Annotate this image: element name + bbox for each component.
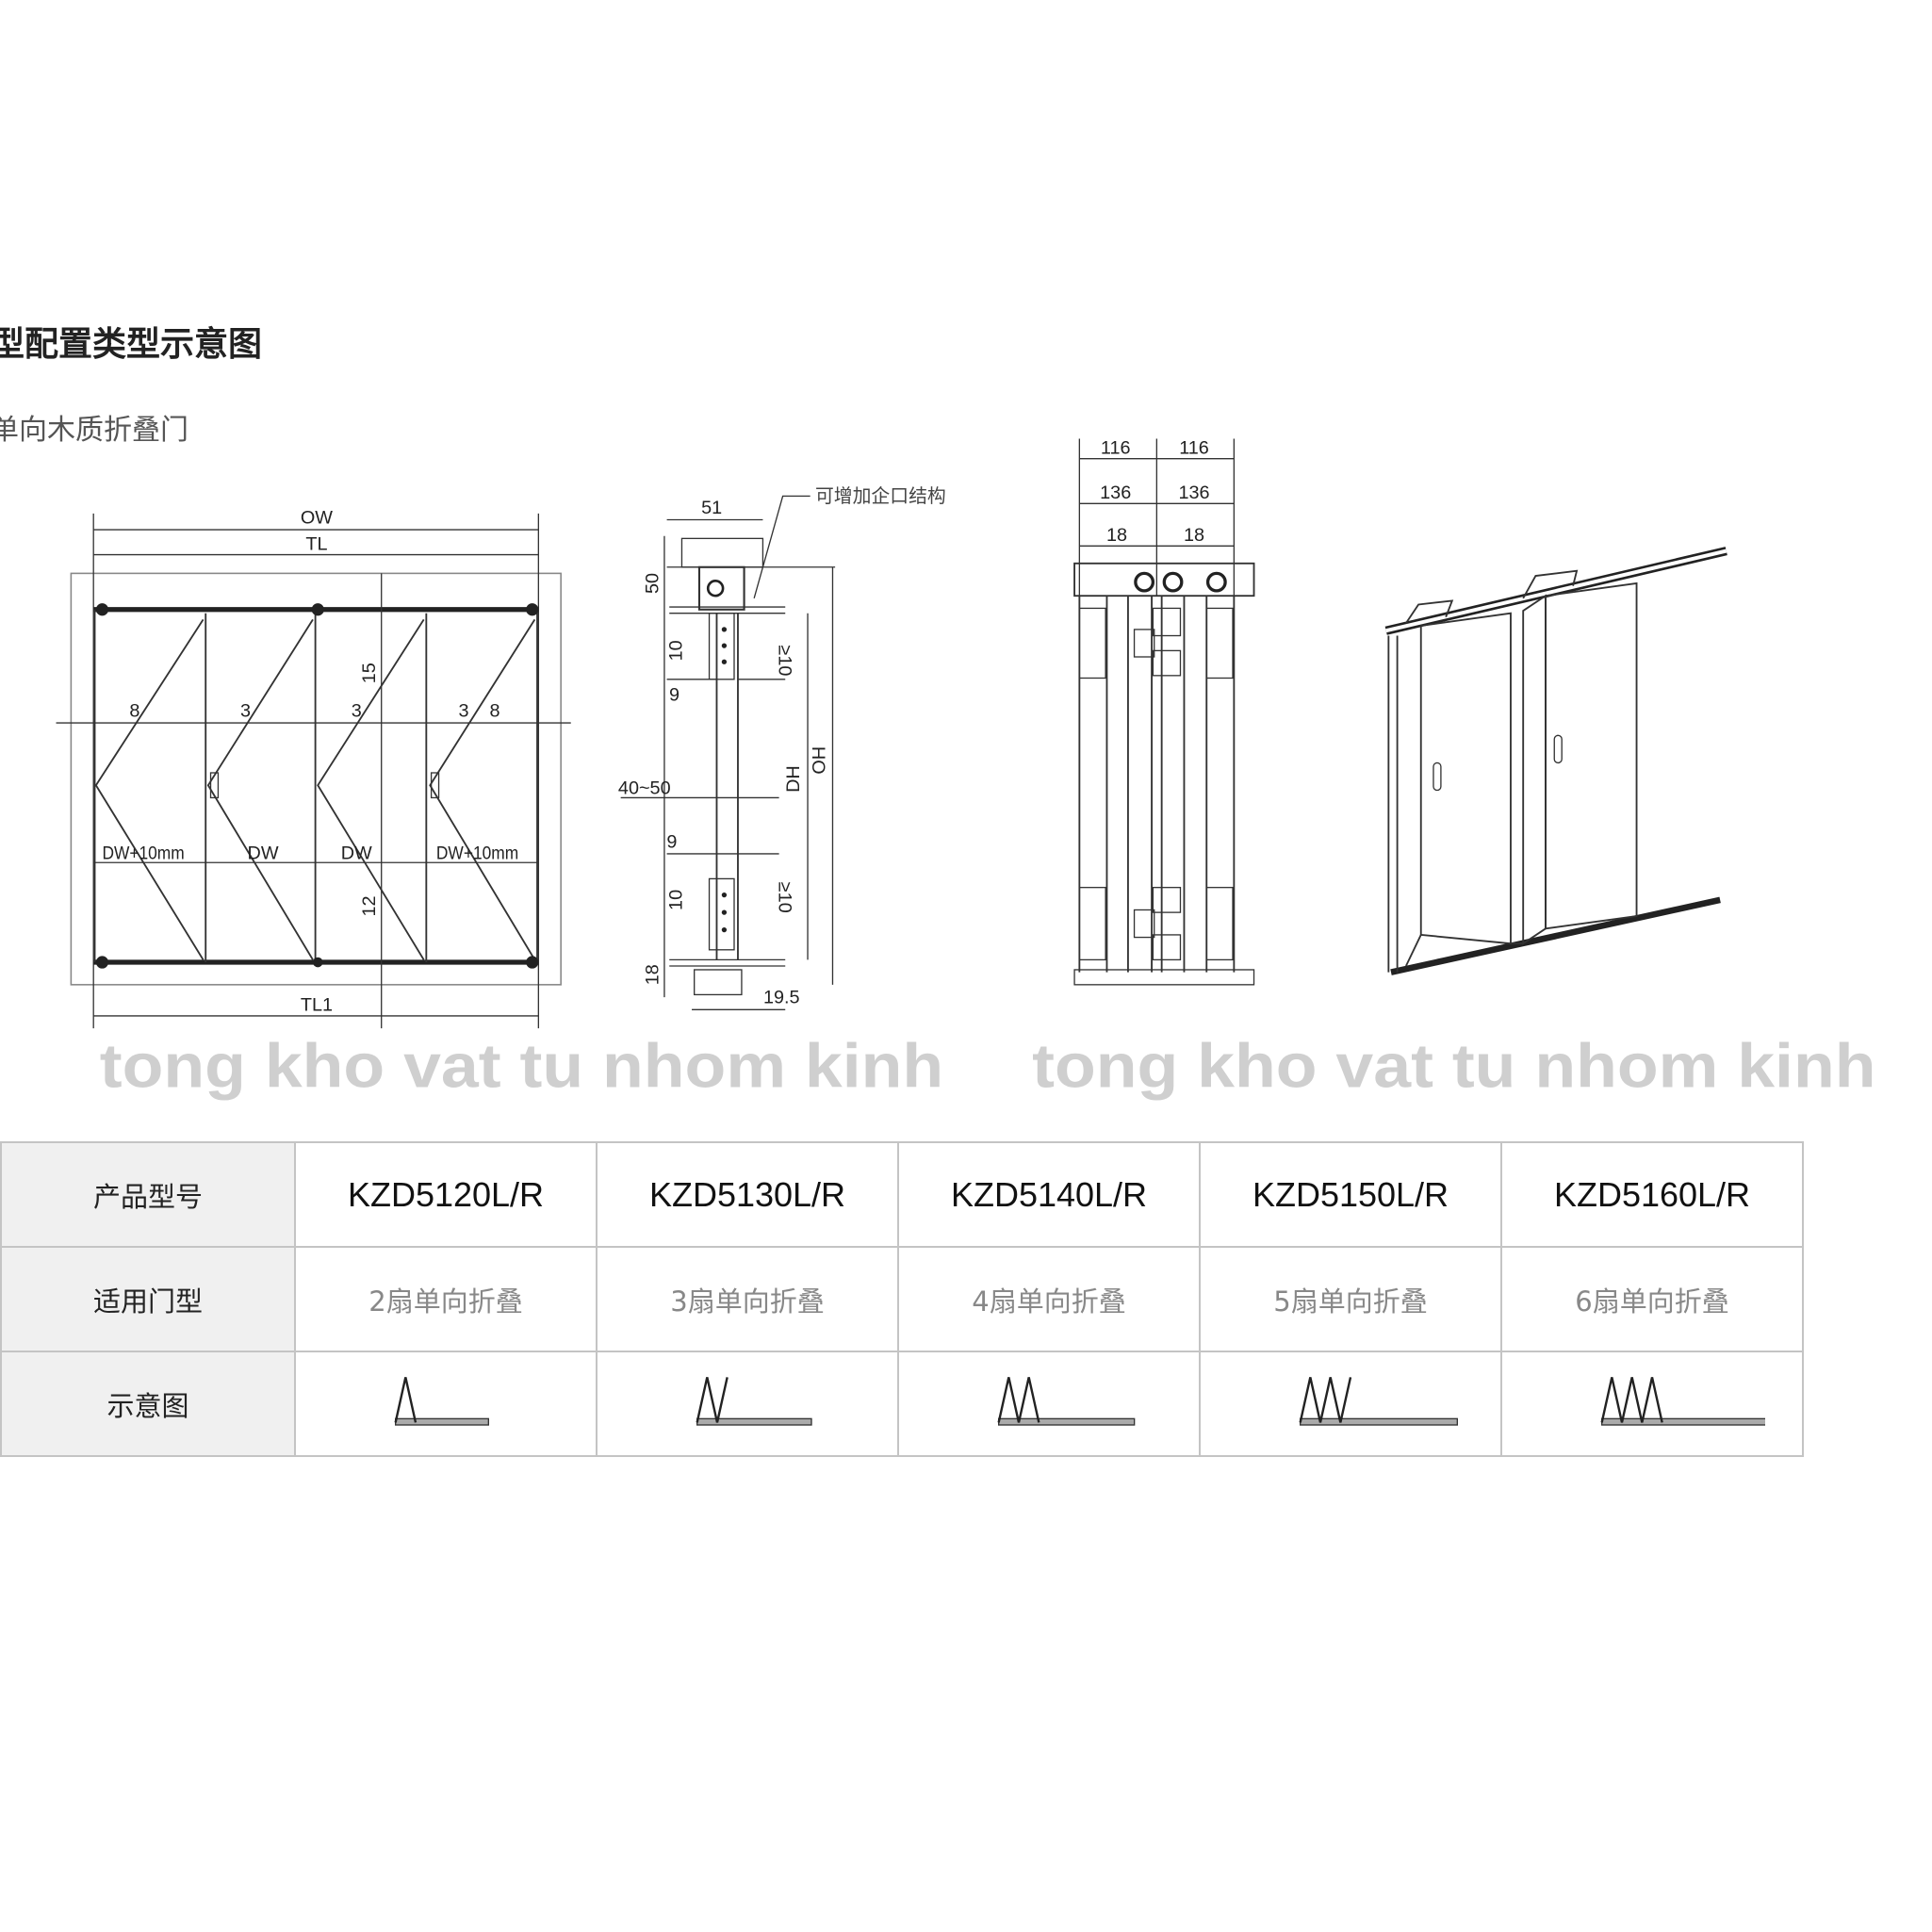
handle-icon bbox=[1553, 734, 1563, 764]
bottom-hinge-offset-label: 10 bbox=[665, 890, 686, 910]
stack-label: 136 bbox=[1178, 483, 1209, 503]
top-hinge-offset-label: 10 bbox=[665, 640, 686, 661]
model-cell: KZD5150L/R bbox=[1199, 1141, 1502, 1248]
gap-label: 3 bbox=[458, 700, 468, 721]
top-gap-label: 9 bbox=[669, 684, 679, 705]
top-hinge-min-label: ≥10 bbox=[775, 645, 795, 676]
offset-label: 18 bbox=[1106, 525, 1127, 546]
schematic-cell bbox=[1199, 1351, 1502, 1457]
panel-fold-mark bbox=[1600, 1376, 1663, 1423]
fold-schematic-icon bbox=[997, 1376, 1136, 1426]
door-thickness-label: 40~50 bbox=[618, 778, 671, 798]
width-label: DW bbox=[248, 843, 279, 863]
model-cell: KZD5120L/R bbox=[294, 1141, 598, 1248]
door-type-cell: 3扇单向折叠 bbox=[596, 1246, 899, 1352]
page-title: 型配置类型示意图 bbox=[0, 325, 263, 364]
gap-label: 3 bbox=[352, 700, 362, 721]
bottom-hinge-min-label: ≥10 bbox=[775, 882, 795, 913]
bottom-gap-label: 12 bbox=[359, 895, 380, 916]
track-mark bbox=[696, 1417, 812, 1426]
schematic-cell bbox=[596, 1351, 899, 1457]
floor-width-label: 19.5 bbox=[763, 988, 800, 1008]
fold-schematic-icon bbox=[696, 1376, 812, 1426]
bottom-gap-label: 9 bbox=[666, 831, 677, 852]
ow-label: OW bbox=[301, 507, 333, 528]
panel-fold-mark bbox=[394, 1376, 418, 1423]
track-mark bbox=[1300, 1417, 1458, 1426]
panel-fold-mark bbox=[997, 1376, 1040, 1423]
top-height-label: 50 bbox=[642, 573, 663, 594]
gap-label: 8 bbox=[490, 700, 500, 721]
gap-label: 8 bbox=[129, 700, 139, 721]
schematic-cell bbox=[1500, 1351, 1804, 1457]
row-header: 示意图 bbox=[0, 1351, 296, 1457]
fold-schematic-icon bbox=[1600, 1376, 1781, 1426]
door-type-cell: 2扇单向折叠 bbox=[294, 1246, 598, 1352]
track-mark bbox=[395, 1417, 489, 1426]
row-header: 产品型号 bbox=[0, 1141, 296, 1248]
schematic-cell bbox=[897, 1351, 1201, 1457]
tl-label: TL bbox=[305, 533, 327, 554]
floor-height-label: 18 bbox=[642, 964, 663, 985]
model-cell: KZD5130L/R bbox=[596, 1141, 899, 1248]
schematic-cell bbox=[294, 1351, 598, 1457]
pitch-label: 116 bbox=[1179, 437, 1209, 458]
track-mark bbox=[1601, 1417, 1781, 1426]
section-subtitle: 单向木质折叠门 bbox=[0, 414, 188, 447]
panel-fold-mark bbox=[696, 1376, 729, 1423]
handle-icon bbox=[430, 772, 440, 799]
width-label: DW+10mm bbox=[436, 843, 518, 863]
table-row-schematic: 示意图 bbox=[0, 1351, 1804, 1457]
door-type-cell: 5扇单向折叠 bbox=[1199, 1246, 1502, 1352]
stack-label: 136 bbox=[1100, 483, 1131, 503]
model-cell: KZD5160L/R bbox=[1500, 1141, 1804, 1248]
pitch-label: 116 bbox=[1101, 437, 1131, 458]
note-label: 可增加企口结构 bbox=[815, 486, 946, 507]
fold-schematic-icon bbox=[1299, 1376, 1458, 1426]
row-header: 适用门型 bbox=[0, 1246, 296, 1352]
oh-label: OH bbox=[810, 746, 830, 775]
width-label: DW+10mm bbox=[102, 843, 184, 863]
tl1-label: TL1 bbox=[301, 995, 333, 1016]
offset-label: 18 bbox=[1184, 525, 1204, 546]
fold-schematic-icon bbox=[394, 1376, 489, 1426]
section-drawing: 51 50 10 9 ≥10 40~50 9 10 ≥10 18 19.5 DH… bbox=[618, 486, 946, 1010]
panel-fold-mark bbox=[1299, 1376, 1352, 1423]
handle-icon bbox=[1433, 761, 1442, 792]
width-label: DW bbox=[341, 843, 372, 863]
front-elevation-drawing: OW TL TL1 8 3 3 3 8 DW+10mm DW DW DW+10m… bbox=[56, 507, 571, 1029]
section-width-label: 51 bbox=[701, 498, 722, 518]
dh-label: DH bbox=[783, 765, 804, 793]
watermark: tong kho vat tu nhom kinh bbox=[1032, 1031, 1875, 1101]
gap-label: 3 bbox=[240, 700, 251, 721]
handle-icon bbox=[209, 772, 220, 799]
watermark: tong kho vat tu nhom kinh bbox=[100, 1031, 943, 1101]
perspective-drawing bbox=[1384, 547, 1727, 975]
top-gap-label: 15 bbox=[359, 663, 380, 683]
door-type-cell: 4扇单向折叠 bbox=[897, 1246, 1201, 1352]
stack-view-drawing: 116 116 136 136 18 18 bbox=[1073, 437, 1255, 986]
model-cell: KZD5140L/R bbox=[897, 1141, 1201, 1248]
door-type-cell: 6扇单向折叠 bbox=[1500, 1246, 1804, 1352]
